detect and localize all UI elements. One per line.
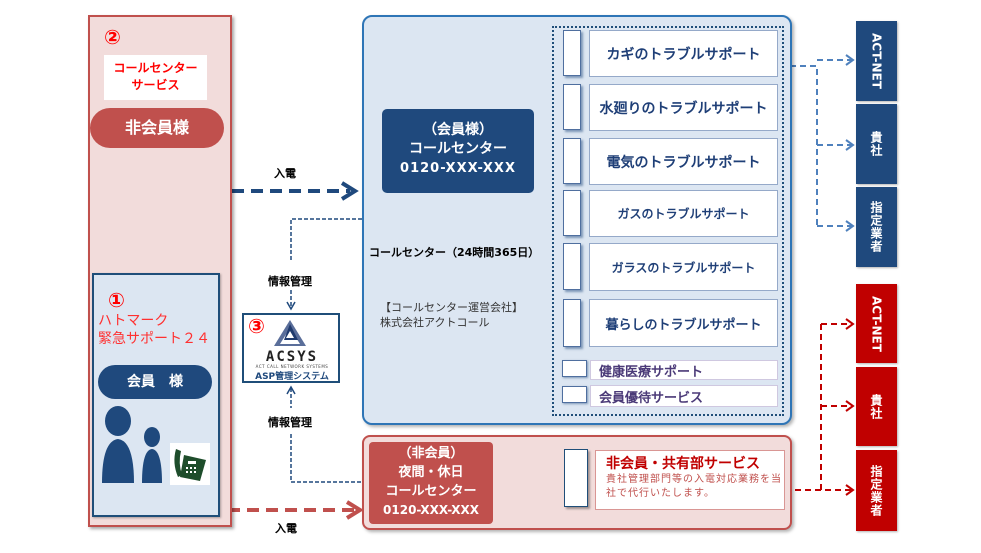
shared-service-description: 貴社管理部門等の入電対応業務を当社で代行いたします。 (606, 474, 782, 499)
service-tab (563, 299, 581, 347)
services-frame (552, 26, 784, 416)
service-tab (563, 30, 581, 76)
info-mgmt-line-bottom (286, 385, 365, 483)
member-call-center-box: （会員様） コールセンター 0120-XXX-XXX (382, 109, 534, 193)
service-tab (563, 138, 581, 184)
operator-label: 【コールセンター運営会社】 (380, 301, 523, 314)
member-icons (102, 406, 210, 485)
night-cc-line3: コールセンター (385, 484, 477, 499)
info-mgmt-line-top (286, 218, 362, 311)
member-routing-arrows (780, 54, 855, 232)
acsys-logo-icon (274, 320, 306, 346)
service-item: 暮らしのトラブルサポート (589, 299, 778, 347)
service-tab (562, 360, 587, 377)
target-designated-vendor-non-member: 指定業者 (856, 450, 897, 531)
info-mgmt-label-bottom: 情報管理 (268, 416, 312, 429)
target-label: 貴社 (869, 131, 883, 157)
badge-2: ② (104, 25, 121, 49)
call-center-operator: 【コールセンター運営会社】 株式会社アクトコール (380, 300, 550, 330)
night-cc-line2: 夜間・休日 (398, 465, 464, 480)
member-title-line1: ハトマーク (98, 313, 169, 329)
service-item: ガラスのトラブルサポート (589, 243, 778, 291)
call-center-hours: コールセンター（24時間365日） (369, 246, 540, 259)
info-mgmt-label-top: 情報管理 (268, 275, 312, 288)
night-cc-phone: 0120-XXX-XXX (383, 503, 479, 517)
target-act-net-member: ACT-NET (856, 21, 897, 101)
badge-3: ③ (248, 314, 265, 338)
call-center-service-label: コールセンター サービス (104, 55, 207, 100)
call-center-service-line2: サービス (131, 78, 180, 92)
service-item: カギのトラブルサポート (589, 30, 778, 77)
telephone-icon (170, 443, 210, 485)
night-cc-line1: （非会員） (398, 446, 464, 461)
target-your-company-member: 貴社 (856, 104, 897, 184)
member-cc-line2: コールセンター (409, 141, 507, 157)
member-cc-phone: 0120-XXX-XXX (400, 161, 516, 176)
service-tab (563, 190, 581, 236)
extra-service-item: 健康医療サポート (590, 360, 778, 380)
non-member-routing-arrows (785, 318, 855, 496)
acsys-subtitle: ASP管理システム (255, 372, 329, 382)
target-your-company-non-member: 貴社 (856, 367, 897, 446)
target-label: ACT-NET (869, 295, 884, 352)
person-icon (102, 406, 134, 483)
incoming-call-arrow-bottom (228, 500, 364, 520)
service-tab (563, 84, 581, 130)
call-center-service-line1: コールセンター (113, 61, 198, 75)
target-label: 指定業者 (869, 464, 883, 517)
target-act-net-non-member: ACT-NET (856, 284, 897, 363)
non-member-pill: 非会員様 (90, 108, 224, 148)
acsys-tagline: ACT CALL NETWORK SYSTEMS (255, 364, 329, 369)
service-tab (563, 243, 581, 290)
member-service-title: ハトマーク 緊急サポート２４ (98, 312, 218, 348)
badge-1: ① (108, 288, 125, 312)
shared-service-tab (564, 449, 588, 507)
service-item: 電気のトラブルサポート (589, 138, 778, 185)
service-item: 水廻りのトラブルサポート (589, 84, 778, 131)
child-icon (142, 427, 162, 483)
target-label: ACT-NET (869, 33, 884, 89)
member-cc-line1: （会員様） (423, 122, 493, 138)
shared-service-box: 非会員・共有部サービス 貴社管理部門等の入電対応業務を当社で代行いたします。 (595, 450, 785, 510)
member-title-line2: 緊急サポート２４ (98, 331, 210, 347)
extra-service-item: 会員優待サービス (590, 385, 778, 407)
service-item: ガスのトラブルサポート (589, 190, 778, 237)
incoming-call-arrow-top (232, 181, 359, 201)
shared-service-title: 非会員・共有部サービス (606, 456, 760, 472)
incoming-call-label-bottom: 入電 (275, 522, 297, 535)
target-label: 指定業者 (869, 201, 883, 253)
service-tab (562, 386, 587, 403)
target-designated-vendor-member: 指定業者 (856, 187, 897, 267)
member-pill: 会員 様 (98, 365, 212, 399)
night-call-center-box: （非会員） 夜間・休日 コールセンター 0120-XXX-XXX (369, 442, 493, 524)
operator-name: 株式会社アクトコール (380, 316, 490, 329)
acsys-logo-text: ACSYS (265, 349, 319, 365)
target-label: 貴社 (869, 393, 883, 420)
incoming-call-label-top: 入電 (274, 167, 296, 180)
